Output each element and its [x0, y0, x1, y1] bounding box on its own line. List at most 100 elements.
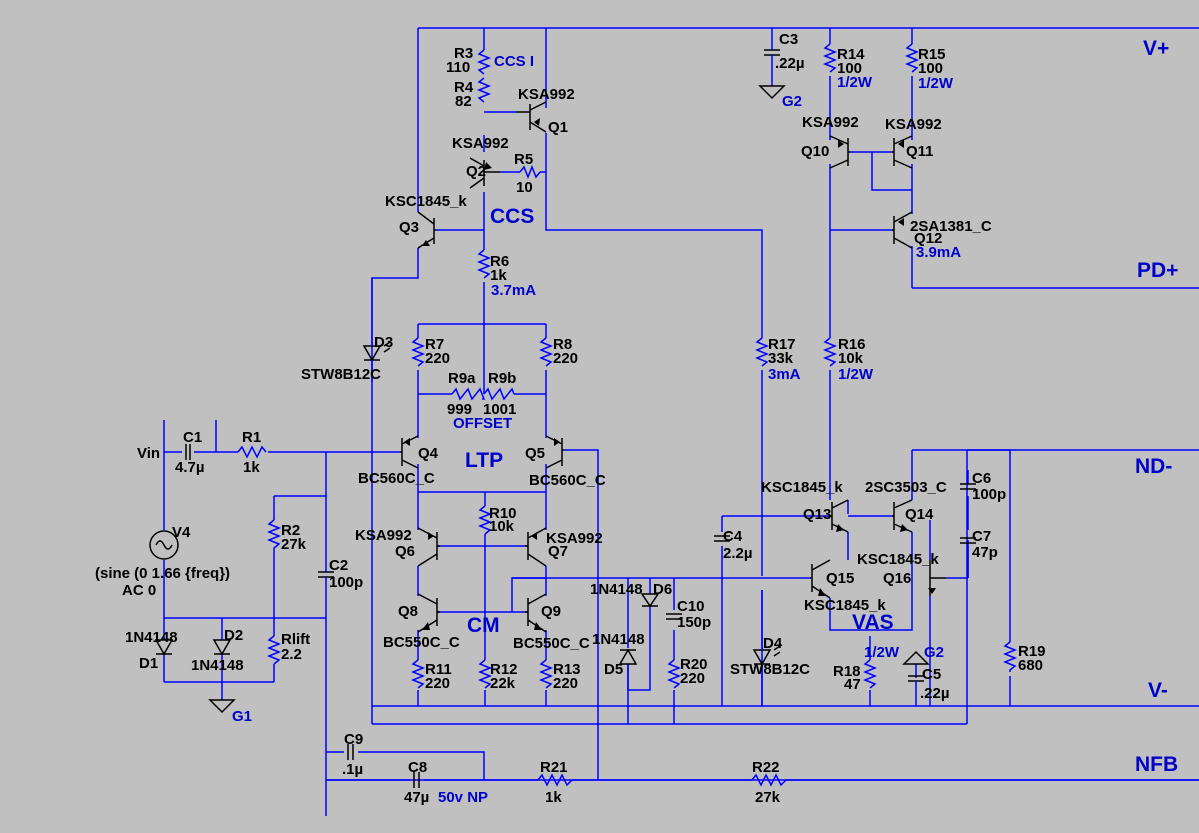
capacitor-C2: [318, 560, 334, 594]
capacitor-C1: [185, 444, 191, 460]
R7-name: R7: [425, 336, 444, 353]
R2-value: 27k: [281, 536, 307, 553]
Q13-name: Q13: [803, 506, 831, 523]
capacitor-C5: [908, 675, 924, 692]
C9-name: C9: [344, 731, 363, 748]
R20-name: R20: [680, 656, 708, 673]
diode-D5: [618, 648, 638, 665]
Q7-model: KSA992: [546, 530, 603, 547]
R16-value: 10k: [838, 350, 864, 367]
V4-name: V4: [172, 524, 191, 541]
resistor-R3: [476, 49, 492, 75]
C3-value: .22µ: [775, 55, 805, 72]
Q14-model: 2SC3503_C: [865, 479, 947, 496]
D6-model: 1N4148: [592, 631, 645, 648]
transistor-Q11: [892, 135, 913, 169]
port-vminus: V-: [1148, 679, 1168, 702]
R5-value: 10: [516, 179, 533, 196]
labels: V+ PD+ ND- V- NFB Vin CCS I CCS LTP OFFS…: [95, 31, 1178, 806]
Q12-current: 3.9mA: [916, 244, 961, 261]
led-D4: [752, 590, 781, 706]
Q12-model: 2SA1381_C: [910, 218, 992, 235]
D4-name: D4: [763, 635, 783, 652]
R11-value: 220: [425, 675, 450, 692]
Q15-name: Q15: [826, 570, 854, 587]
R18-note: 1/2W: [864, 644, 900, 661]
R3-name: R3: [454, 45, 473, 62]
Q1-name: Q1: [548, 119, 568, 136]
resistor-R22: [751, 773, 787, 787]
D3-model: STW8B12C: [301, 366, 381, 383]
capacitor-C3: [764, 44, 780, 70]
capacitor-C10: [666, 613, 682, 620]
Q16-name: Q16: [883, 570, 911, 587]
transistor-Q13: [830, 499, 849, 533]
resistor-Rlift: [266, 635, 282, 665]
Q9-name: Q9: [541, 603, 561, 620]
D2-name: D2: [224, 627, 243, 644]
C5-name: C5: [922, 666, 941, 683]
Q14-name: Q14: [905, 506, 934, 523]
Q8-model: BC550C_C: [383, 634, 460, 651]
resistor-R16: [822, 337, 838, 367]
resistor-R6: [476, 249, 492, 279]
resistor-R8: [538, 337, 554, 367]
C1-value: 4.7µ: [175, 459, 205, 476]
R6-name: R6: [490, 253, 509, 270]
transistor-Q15: [810, 559, 831, 599]
R17-name: R17: [768, 336, 796, 353]
transistor-Q4: [400, 435, 419, 469]
resistor-R5: [519, 164, 541, 180]
Q5-name: Q5: [525, 445, 545, 462]
R10-name: R10: [489, 505, 517, 522]
capacitor-C8: [413, 772, 420, 788]
capacitor-C9: [347, 744, 354, 760]
R17-value: 33k: [768, 350, 794, 367]
Q10-name: Q10: [801, 143, 829, 160]
resistor-R10: [477, 505, 493, 535]
resistor-R1: [237, 445, 267, 459]
C2-name: C2: [329, 557, 348, 574]
V4-ac: AC 0: [122, 582, 156, 599]
D1-model: 1N4148: [125, 629, 178, 646]
diode-D1: [154, 639, 174, 656]
R10-value: 10k: [489, 518, 515, 535]
R12-value: 22k: [490, 675, 516, 692]
C7-name: C7: [972, 528, 991, 545]
V4-spec: (sine (0 1.66 {freq}): [95, 565, 230, 582]
Q15-model: KSC1845_k: [804, 597, 886, 614]
R1-value: 1k: [243, 459, 260, 476]
transistors: [400, 101, 946, 633]
R14-value: 100: [837, 60, 862, 77]
C6-name: C6: [972, 470, 991, 487]
wires: [163, 27, 1199, 816]
D2-model: 1N4148: [191, 657, 244, 674]
port-vin: Vin: [137, 445, 160, 462]
C8-note: 50v NP: [438, 789, 488, 806]
Q10-model: KSA992: [802, 114, 859, 131]
Q6-model: KSA992: [355, 527, 412, 544]
R16-note: 1/2W: [838, 366, 874, 383]
resistor-R11: [410, 659, 426, 689]
port-pdplus: PD+: [1137, 259, 1178, 282]
port-ndminus: ND-: [1135, 455, 1172, 478]
Q16-model: KSC1845_k: [857, 551, 939, 568]
R1-name: R1: [242, 429, 261, 446]
capacitor-C4: [714, 535, 730, 542]
Q3-name: Q3: [399, 219, 419, 236]
resistor-R7: [410, 337, 426, 367]
R4-name: R4: [454, 79, 474, 96]
R17-current: 3mA: [768, 366, 801, 383]
R5-name: R5: [514, 151, 533, 168]
transistor-Q8: [417, 593, 440, 633]
G1-name: G1: [232, 708, 252, 725]
transistor-Q10: [829, 135, 850, 169]
Q2-model: KSA992: [452, 135, 509, 152]
R6-value: 1k: [490, 267, 507, 284]
resistor-R18: [862, 659, 878, 689]
R11-name: R11: [425, 661, 452, 678]
transistor-Q6: [417, 527, 440, 567]
transistor-Q7: [525, 527, 547, 567]
transistor-Q2: [469, 157, 500, 189]
Q4-model: BC560C_C: [358, 470, 435, 487]
